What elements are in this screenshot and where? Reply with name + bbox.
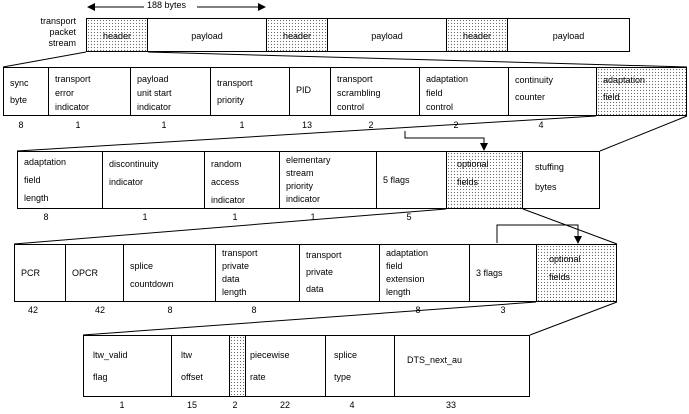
byte-count-label: 188 bytes xyxy=(147,0,187,10)
bits-5-flags: 5 xyxy=(406,212,412,222)
bits-dts-next-au: 33 xyxy=(445,400,456,410)
field-adaptation-field-control: adaptation field control xyxy=(419,67,509,116)
bits-elementary-stream-priority-indicator: 1 xyxy=(310,212,316,222)
stream-header-3: header xyxy=(446,18,508,52)
field-stuffing-bytes: stuffing bytes xyxy=(522,151,600,209)
field-adaptation-field-extension-length: adaptation field extension length xyxy=(379,244,470,302)
bits-transport-priority: 1 xyxy=(239,120,245,130)
field-optional-fields: optional fields xyxy=(446,151,523,209)
field-piecewise-rate: piecewise rate xyxy=(245,335,326,397)
field-transport-scrambling-control: transport scrambling control xyxy=(330,67,420,116)
bits-transport-scrambling-control: 2 xyxy=(368,120,374,130)
bits-adaptation-field-control: 2 xyxy=(453,120,459,130)
bits-pcr: 42 xyxy=(27,305,38,315)
field-dts-next-au: DTS_next_au xyxy=(394,335,530,397)
field-sync-byte: sync byte xyxy=(3,67,49,116)
field-splice-countdown: splice countdown xyxy=(123,244,216,302)
field-opcr: OPCR xyxy=(65,244,124,302)
bits-reserved-2-bits: 2 xyxy=(232,400,238,410)
field-optional-fields-2: optional fields xyxy=(536,244,617,302)
stream-payload-3: payload xyxy=(507,18,630,52)
field-transport-private-data-length: transport private data length xyxy=(215,244,300,302)
field-ltw-offset: ltw offset xyxy=(171,335,230,397)
field-discontinuity-indicator: discontinuity indicator xyxy=(102,151,205,209)
bits-discontinuity-indicator: 1 xyxy=(142,212,148,222)
field-transport-priority: transport priority xyxy=(210,67,290,116)
bits-3-flags: 3 xyxy=(500,305,506,315)
bits-opcr: 42 xyxy=(94,305,105,315)
field-pid: PID xyxy=(289,67,331,116)
bits-payload-unit-start-indicator: 1 xyxy=(161,120,167,130)
bits-transport-error-indicator: 1 xyxy=(75,120,81,130)
field-3-flags: 3 flags xyxy=(469,244,537,302)
field-ltw-valid-flag: ltw_valid flag xyxy=(83,335,172,397)
bits-sync-byte: 8 xyxy=(18,120,24,130)
field-5-flags: 5 flags xyxy=(376,151,447,209)
bits-splice-type: 4 xyxy=(349,400,355,410)
stream-label: transport packet stream xyxy=(40,16,76,48)
bits-pid: 13 xyxy=(301,120,312,130)
bits-adaptation-field-length: 8 xyxy=(43,212,49,222)
bits-piecewise-rate: 22 xyxy=(279,400,290,410)
bits-ltw-valid-flag: 1 xyxy=(119,400,125,410)
field-random-access-indicator: random access indicator xyxy=(204,151,280,209)
field-transport-error-indicator: transport error indicator xyxy=(48,67,131,116)
bits-ltw-offset: 15 xyxy=(186,400,197,410)
field-splice-type: splice type xyxy=(325,335,395,397)
stream-payload-1: payload xyxy=(147,18,267,52)
field-payload-unit-start-indicator: payload unit start indicator xyxy=(130,67,211,116)
field-reserved-2-bits xyxy=(229,335,246,397)
field-adaptation-field-length: adaptation field length xyxy=(17,151,103,209)
field-elementary-stream-priority-indicator: elementary stream priority indicator xyxy=(279,151,377,209)
field-continuity-counter: continuity counter xyxy=(508,67,597,116)
field-adaptation-field: adaptation field xyxy=(596,67,687,116)
bits-adaptation-field-extension-length: 8 xyxy=(415,305,421,315)
bits-continuity-counter: 4 xyxy=(538,120,544,130)
bits-random-access-indicator: 1 xyxy=(232,212,238,222)
stream-header-1: header xyxy=(86,18,148,52)
stream-payload-2: payload xyxy=(327,18,447,52)
bits-transport-private-data-length: 8 xyxy=(251,305,257,315)
field-transport-private-data: transport private data xyxy=(299,244,380,302)
bits-splice-countdown: 8 xyxy=(167,305,173,315)
field-pcr: PCR xyxy=(14,244,66,302)
stream-header-2: header xyxy=(266,18,328,52)
